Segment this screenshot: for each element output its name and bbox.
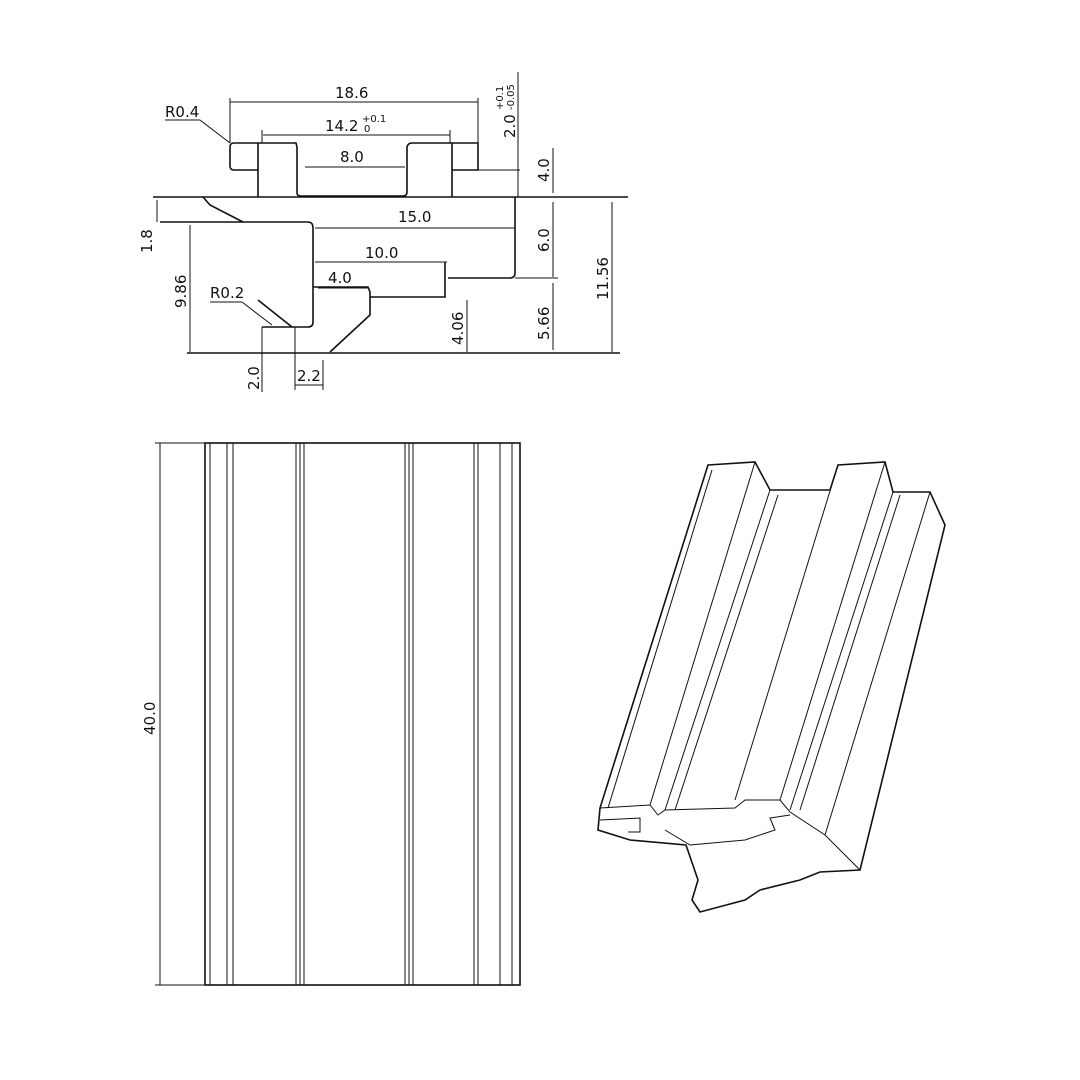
dim-11-56-label: 11.56: [594, 257, 612, 300]
dim-8-0-label: 8.0: [340, 148, 364, 166]
dim-9-86-label: 9.86: [172, 275, 190, 308]
dim-2-0-bottom-label: 2.0: [245, 366, 263, 390]
profile-top-outline: [229, 142, 479, 197]
profile-lower-outline: [160, 196, 516, 353]
dim-4-06-label: 4.06: [449, 312, 467, 345]
isometric-outline: [597, 461, 946, 913]
dim-4-0-inner-label: 4.0: [328, 269, 352, 287]
front-view-groove-lines: [155, 442, 513, 986]
front-view: 40.0: [141, 442, 521, 986]
dim-14-2-tol-upper: +0.1: [362, 114, 386, 125]
dim-5-66-label: 5.66: [535, 307, 553, 340]
dim-length-label: 40.0: [141, 702, 159, 735]
dim-15-0-label: 15.0: [398, 208, 431, 226]
dim-2-0-top-label: 2.0: [501, 114, 519, 138]
dim-18-6-label: 18.6: [335, 84, 368, 102]
dim-2-0-tol-lower: -0.05: [506, 84, 517, 110]
dim-2-0-tol-upper: +0.1: [495, 86, 506, 110]
front-view-outline: [204, 442, 521, 986]
dim-14-2-label: 14.2: [325, 117, 358, 135]
dimension-lines: [156, 72, 613, 392]
dim-6-0-label: 6.0: [535, 228, 553, 252]
dim-4-0-right-label: 4.0: [535, 158, 553, 182]
radius-r0-4-label: R0.4: [165, 103, 199, 121]
dim-14-2-tol-lower: 0: [364, 124, 370, 135]
dim-10-0-label: 10.0: [365, 244, 398, 262]
isometric-view: [597, 461, 946, 913]
cross-section-view: 18.6 14.2 +0.1 0 8.0 R0.4 2.0 +0.1 -0.05…: [138, 72, 628, 392]
dim-1-8-label: 1.8: [138, 229, 156, 253]
radius-r0-2-label: R0.2: [210, 284, 244, 302]
dim-2-2-label: 2.2: [297, 367, 321, 385]
isometric-edges: [599, 461, 931, 871]
